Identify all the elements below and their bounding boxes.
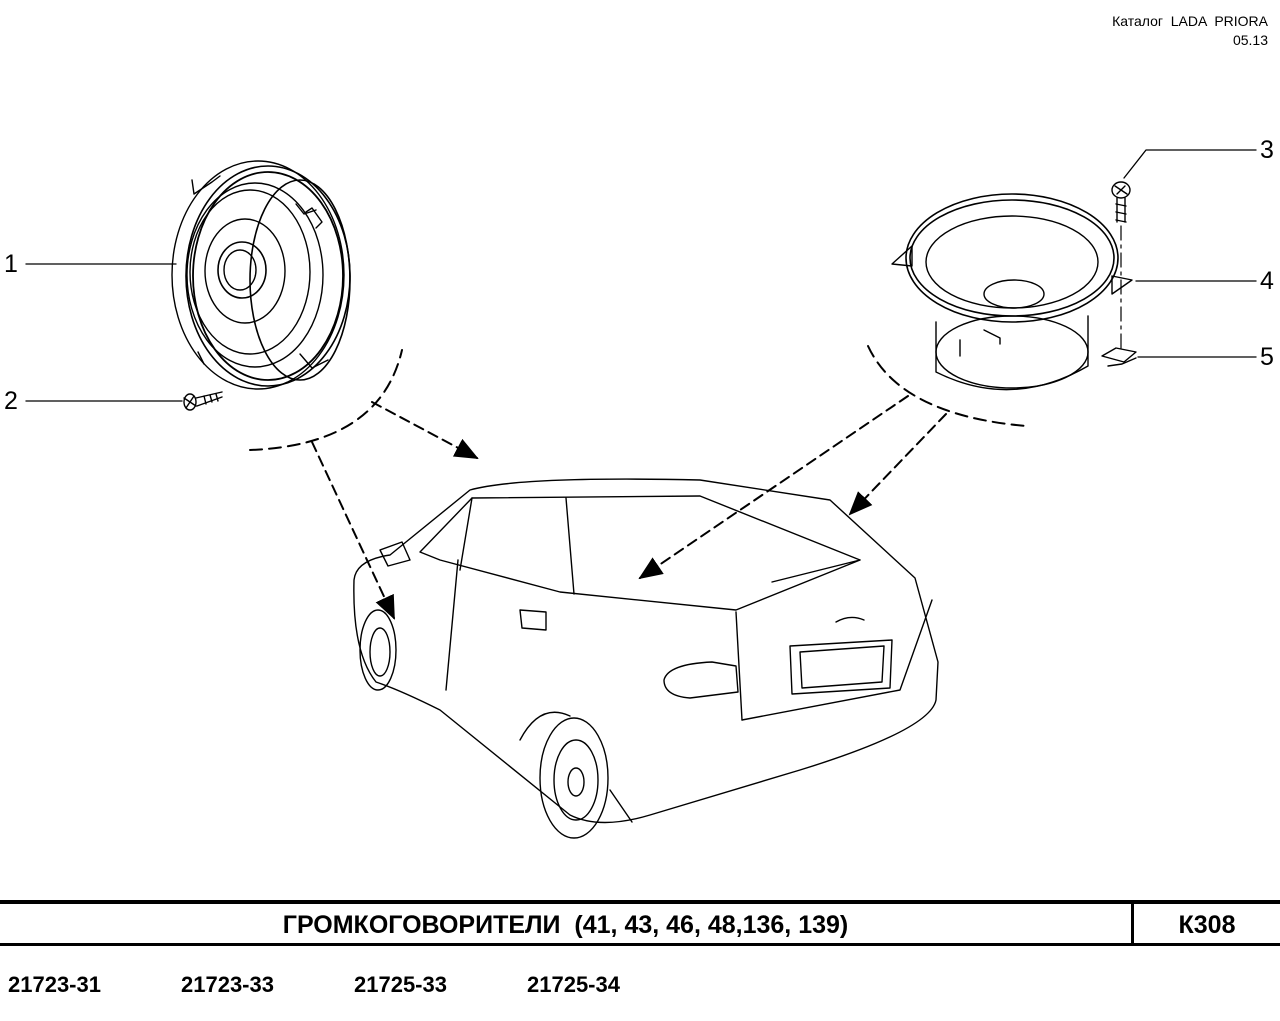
location-arrows bbox=[311, 395, 947, 620]
sheet-code: К308 bbox=[1178, 911, 1236, 939]
midbass-speaker-drawing bbox=[891, 193, 1133, 391]
callout-1: 1 bbox=[4, 250, 18, 278]
model-code: 21725-33 bbox=[354, 972, 447, 997]
model-code: 21723-33 bbox=[181, 972, 274, 997]
leader-lines bbox=[25, 149, 1257, 402]
dashed-arcs bbox=[249, 345, 1027, 451]
leader-line-3 bbox=[1123, 149, 1257, 179]
catalog-header: Каталог LADA PRIORA 05.13 bbox=[1112, 12, 1268, 50]
callout-3: 3 bbox=[1260, 136, 1274, 164]
title-block-divider bbox=[1131, 900, 1134, 946]
model-codes-row: 21723-31 21723-33 21725-33 21725-34 bbox=[0, 972, 1280, 1002]
callout-5: 5 bbox=[1260, 343, 1274, 371]
title-block-bottom-rule bbox=[0, 943, 1280, 946]
callout-2: 2 bbox=[4, 387, 18, 415]
catalog-label: Каталог LADA PRIORA bbox=[1112, 13, 1268, 29]
parts-drawing bbox=[25, 149, 1257, 839]
callout-4: 4 bbox=[1260, 267, 1274, 295]
small-screw-drawing bbox=[1111, 181, 1131, 223]
clip-drawing bbox=[1101, 347, 1137, 367]
model-code: 21723-31 bbox=[8, 972, 101, 997]
model-code: 21725-34 bbox=[527, 972, 620, 997]
title-block-top-rule bbox=[0, 900, 1280, 904]
catalog-edition: 05.13 bbox=[1232, 32, 1268, 48]
car-outline-drawing bbox=[353, 478, 939, 839]
screw-drawing bbox=[183, 391, 223, 411]
coaxial-speaker-drawing bbox=[171, 160, 351, 390]
sheet-title: ГРОМКОГОВОРИТЕЛИ (41, 43, 46, 48,136, 13… bbox=[282, 911, 849, 939]
